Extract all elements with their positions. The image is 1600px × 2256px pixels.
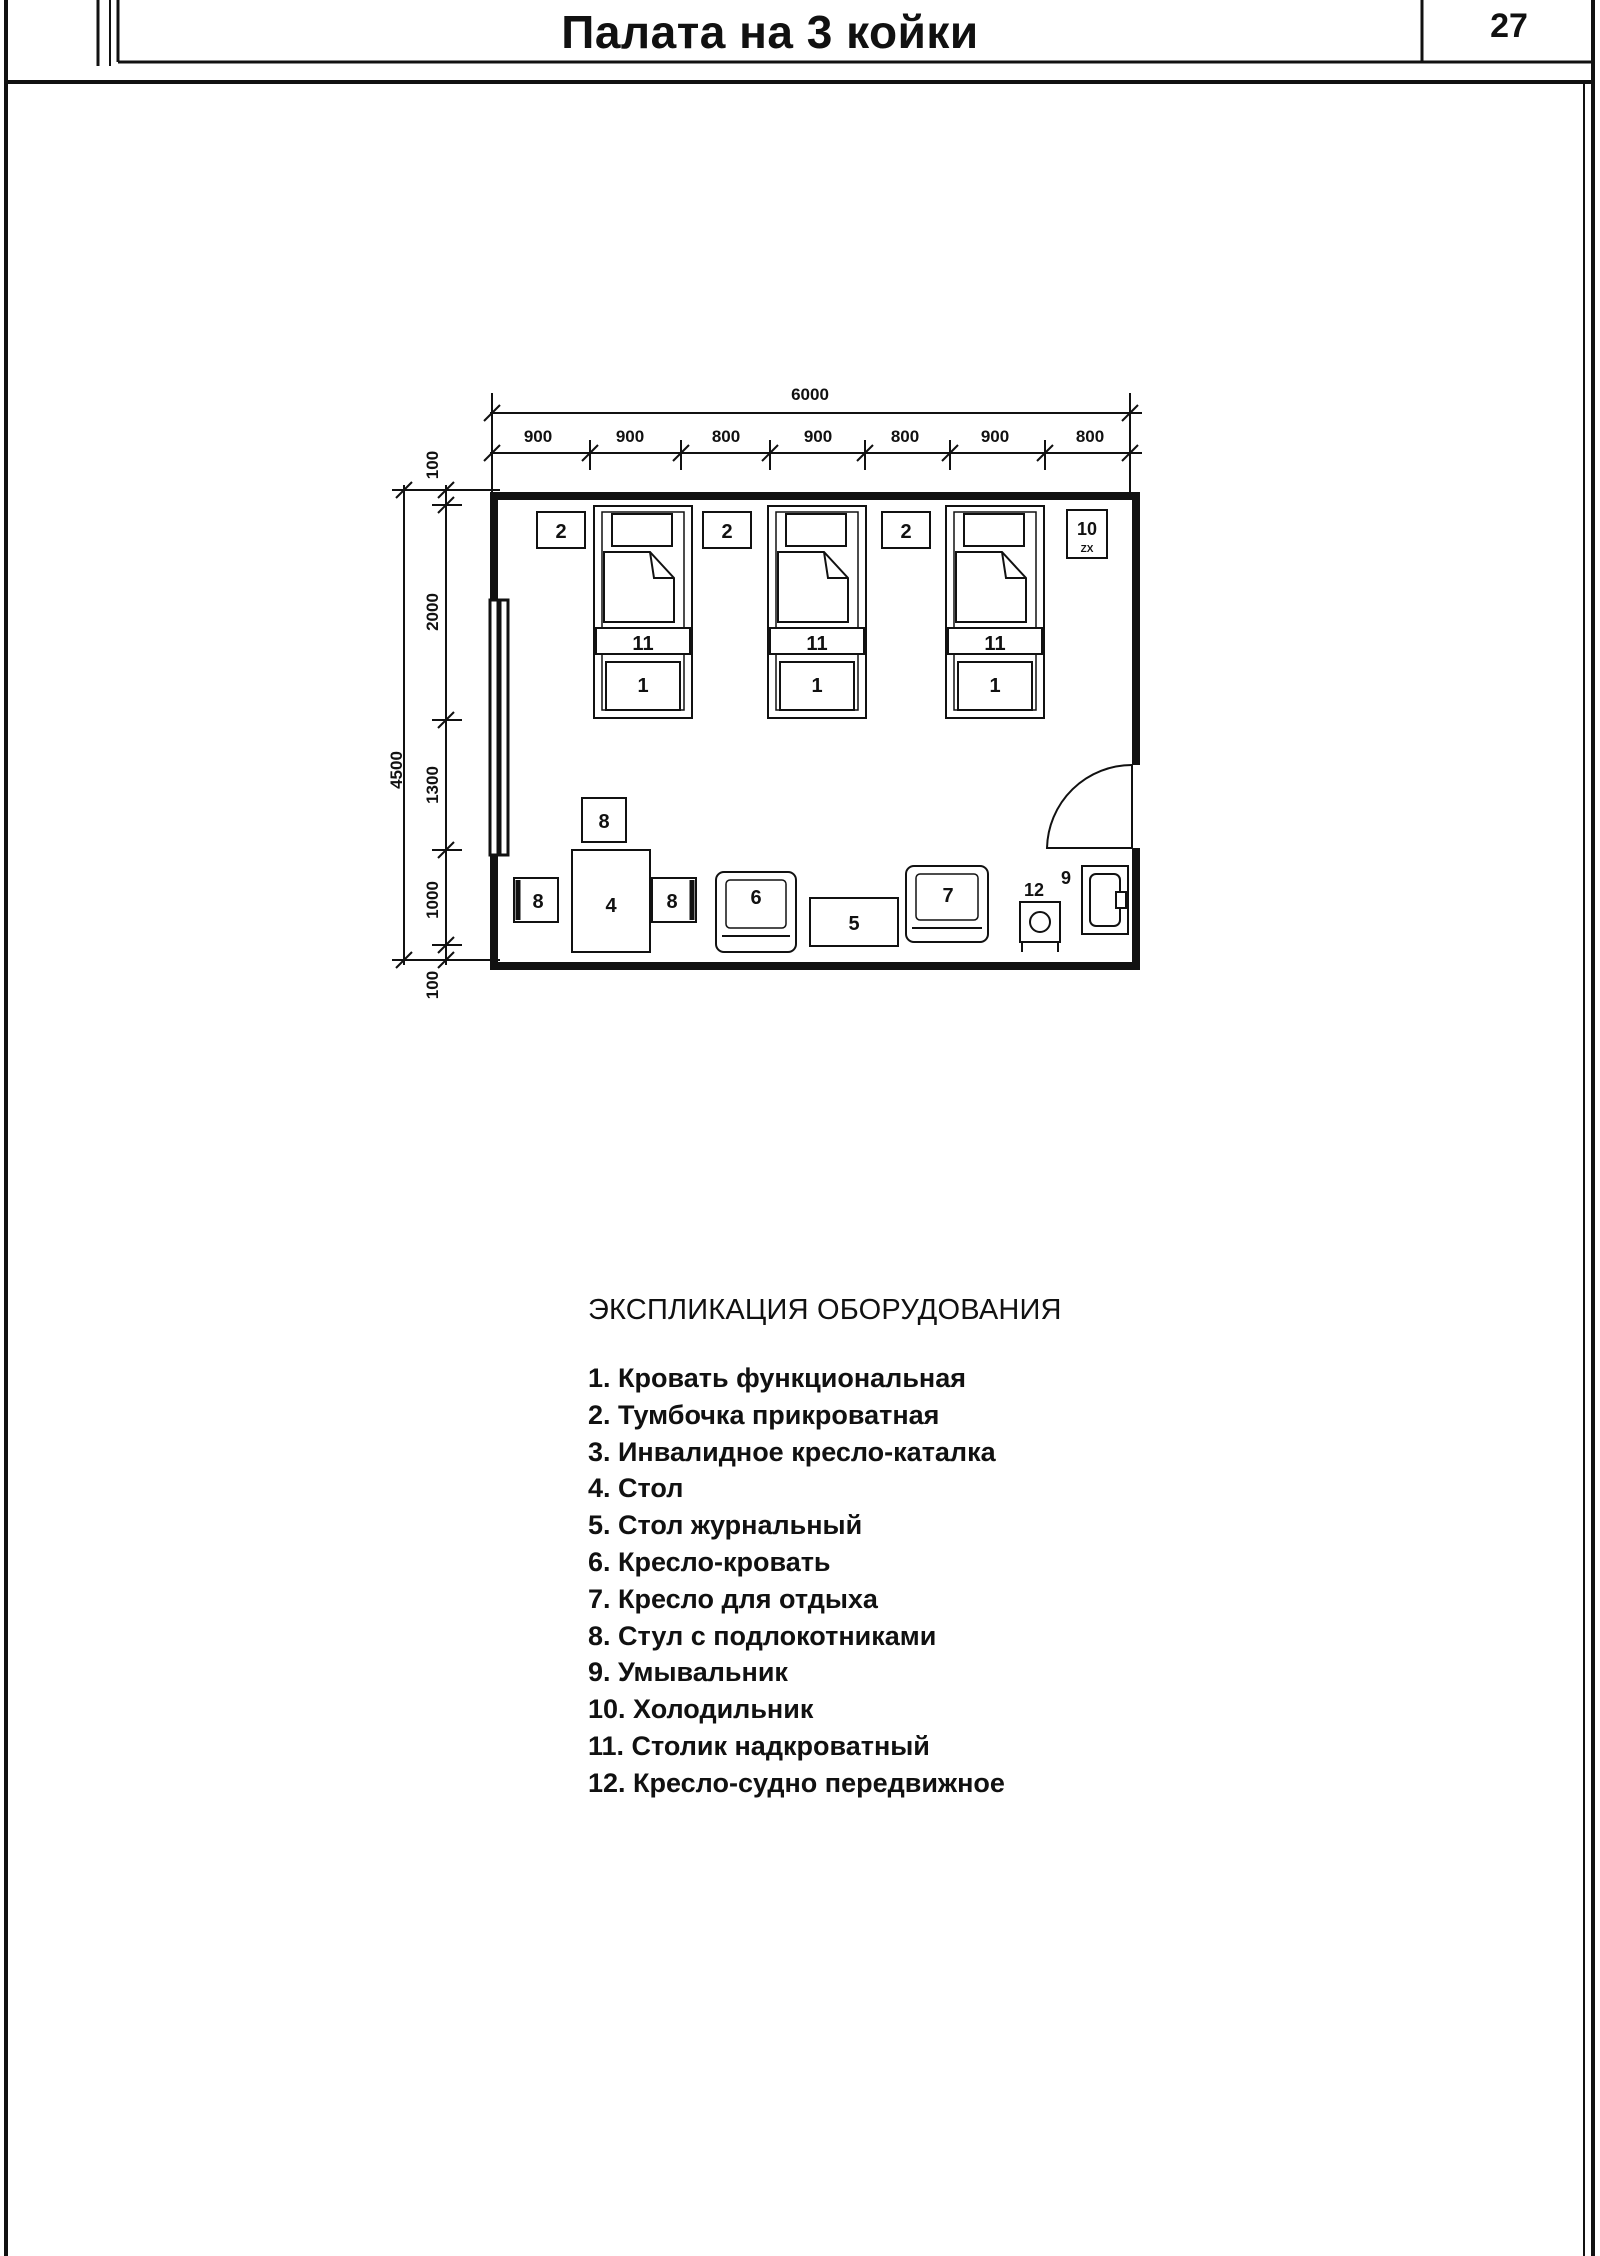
overall-width-label: 6000 [791, 385, 829, 404]
bed-2 [767, 505, 867, 719]
sink-label: 9 [1061, 868, 1071, 888]
top-dim-3: 800 [712, 427, 740, 446]
top-dim-4: 900 [804, 427, 832, 446]
fridge-label: 10 [1077, 519, 1097, 539]
left-dim-4: 1000 [423, 881, 442, 919]
door-swing [1045, 764, 1133, 849]
armchair-label: 7 [942, 885, 953, 907]
nightstand-2 [702, 511, 752, 549]
chair-top [581, 797, 627, 843]
title-block: Палата на 3 койки 27 [0, 0, 1600, 72]
bed-3 [945, 505, 1045, 719]
overall-height-label: 4500 [387, 751, 406, 789]
chair-right [651, 877, 697, 923]
legend-item: 3. Инвалидное кресло-каталка [588, 1436, 996, 1467]
nightstand-2-label: 2 [721, 521, 732, 543]
floor-plan: 6000 900 900 800 900 800 900 800 4500 10… [387, 385, 1142, 999]
chair-bed [715, 871, 797, 953]
table [571, 849, 651, 953]
top-dim-2: 900 [616, 427, 644, 446]
legend-item: 11. Столик надкроватный [588, 1730, 930, 1761]
legend-list: 1. Кровать функциональная 2. Тумбочка пр… [588, 1360, 1288, 1802]
fridge-mark: ZX [1081, 544, 1094, 555]
legend-item: 7. Кресло для отдыха [588, 1583, 878, 1614]
commode-chair-label: 12 [1024, 880, 1044, 900]
top-dimension-ticks [483, 404, 1139, 462]
top-dim-1: 900 [524, 427, 552, 446]
chair-bed-label: 6 [750, 887, 761, 909]
chair-top-label: 8 [598, 811, 609, 833]
chair-right-label: 8 [666, 891, 677, 913]
legend-item: 6. Кресло-кровать [588, 1546, 831, 1577]
chair-left-label: 8 [532, 891, 543, 913]
bed-1 [593, 505, 693, 719]
legend-item: 12. Кресло-судно передвижное [588, 1767, 1005, 1798]
top-dim-7: 800 [1076, 427, 1104, 446]
left-dim-5: 100 [423, 971, 442, 999]
nightstand-1-label: 2 [555, 521, 566, 543]
bed-3-label: 1 [989, 675, 1000, 697]
table-label: 4 [605, 895, 617, 917]
legend-item: 1. Кровать функциональная [588, 1363, 967, 1393]
nightstand-3-label: 2 [900, 521, 911, 543]
top-dim-6: 900 [981, 427, 1009, 446]
chair-left [513, 877, 559, 923]
left-dim-1: 100 [423, 451, 442, 479]
bed-2-table-label: 11 [806, 633, 827, 655]
legend-item: 2. Тумбочка прикроватная [588, 1399, 940, 1430]
left-dim-2: 2000 [423, 593, 442, 631]
fridge [1066, 509, 1108, 559]
bed-3-table-label: 11 [984, 633, 1005, 655]
page-title: Палата на 3 койки [561, 6, 979, 58]
legend-item: 4. Стол [588, 1473, 684, 1504]
equipment-legend: ЭКСПЛИКАЦИЯ ОБОРУДОВАНИЯ 1. Кровать функ… [588, 1290, 1288, 1802]
legend-item: 5. Стол журнальный [588, 1510, 863, 1541]
nightstand-1 [536, 511, 586, 549]
nightstand-3 [881, 511, 931, 549]
top-dim-5: 800 [891, 427, 919, 446]
armchair [905, 865, 989, 943]
legend-item: 10. Холодильник [588, 1694, 814, 1725]
page-number: 27 [1490, 7, 1528, 45]
legend-title: ЭКСПЛИКАЦИЯ ОБОРУДОВАНИЯ [588, 1294, 1062, 1326]
left-dimension-lines [392, 485, 500, 965]
top-dimension-lines [490, 393, 1142, 500]
coffee-table [809, 897, 899, 947]
left-dim-3: 1300 [423, 766, 442, 804]
left-dimension-ticks [395, 481, 455, 969]
room-walls [490, 492, 1140, 970]
bed-1-label: 1 [637, 675, 648, 697]
bed-1-table-label: 11 [632, 633, 653, 655]
coffee-table-label: 5 [848, 913, 859, 935]
sink [1081, 865, 1129, 935]
commode-chair [1019, 901, 1061, 952]
legend-item: 8. Стул с подлокотниками [588, 1620, 937, 1651]
bed-2-label: 1 [811, 675, 822, 697]
legend-item: 9. Умывальник [588, 1657, 788, 1688]
